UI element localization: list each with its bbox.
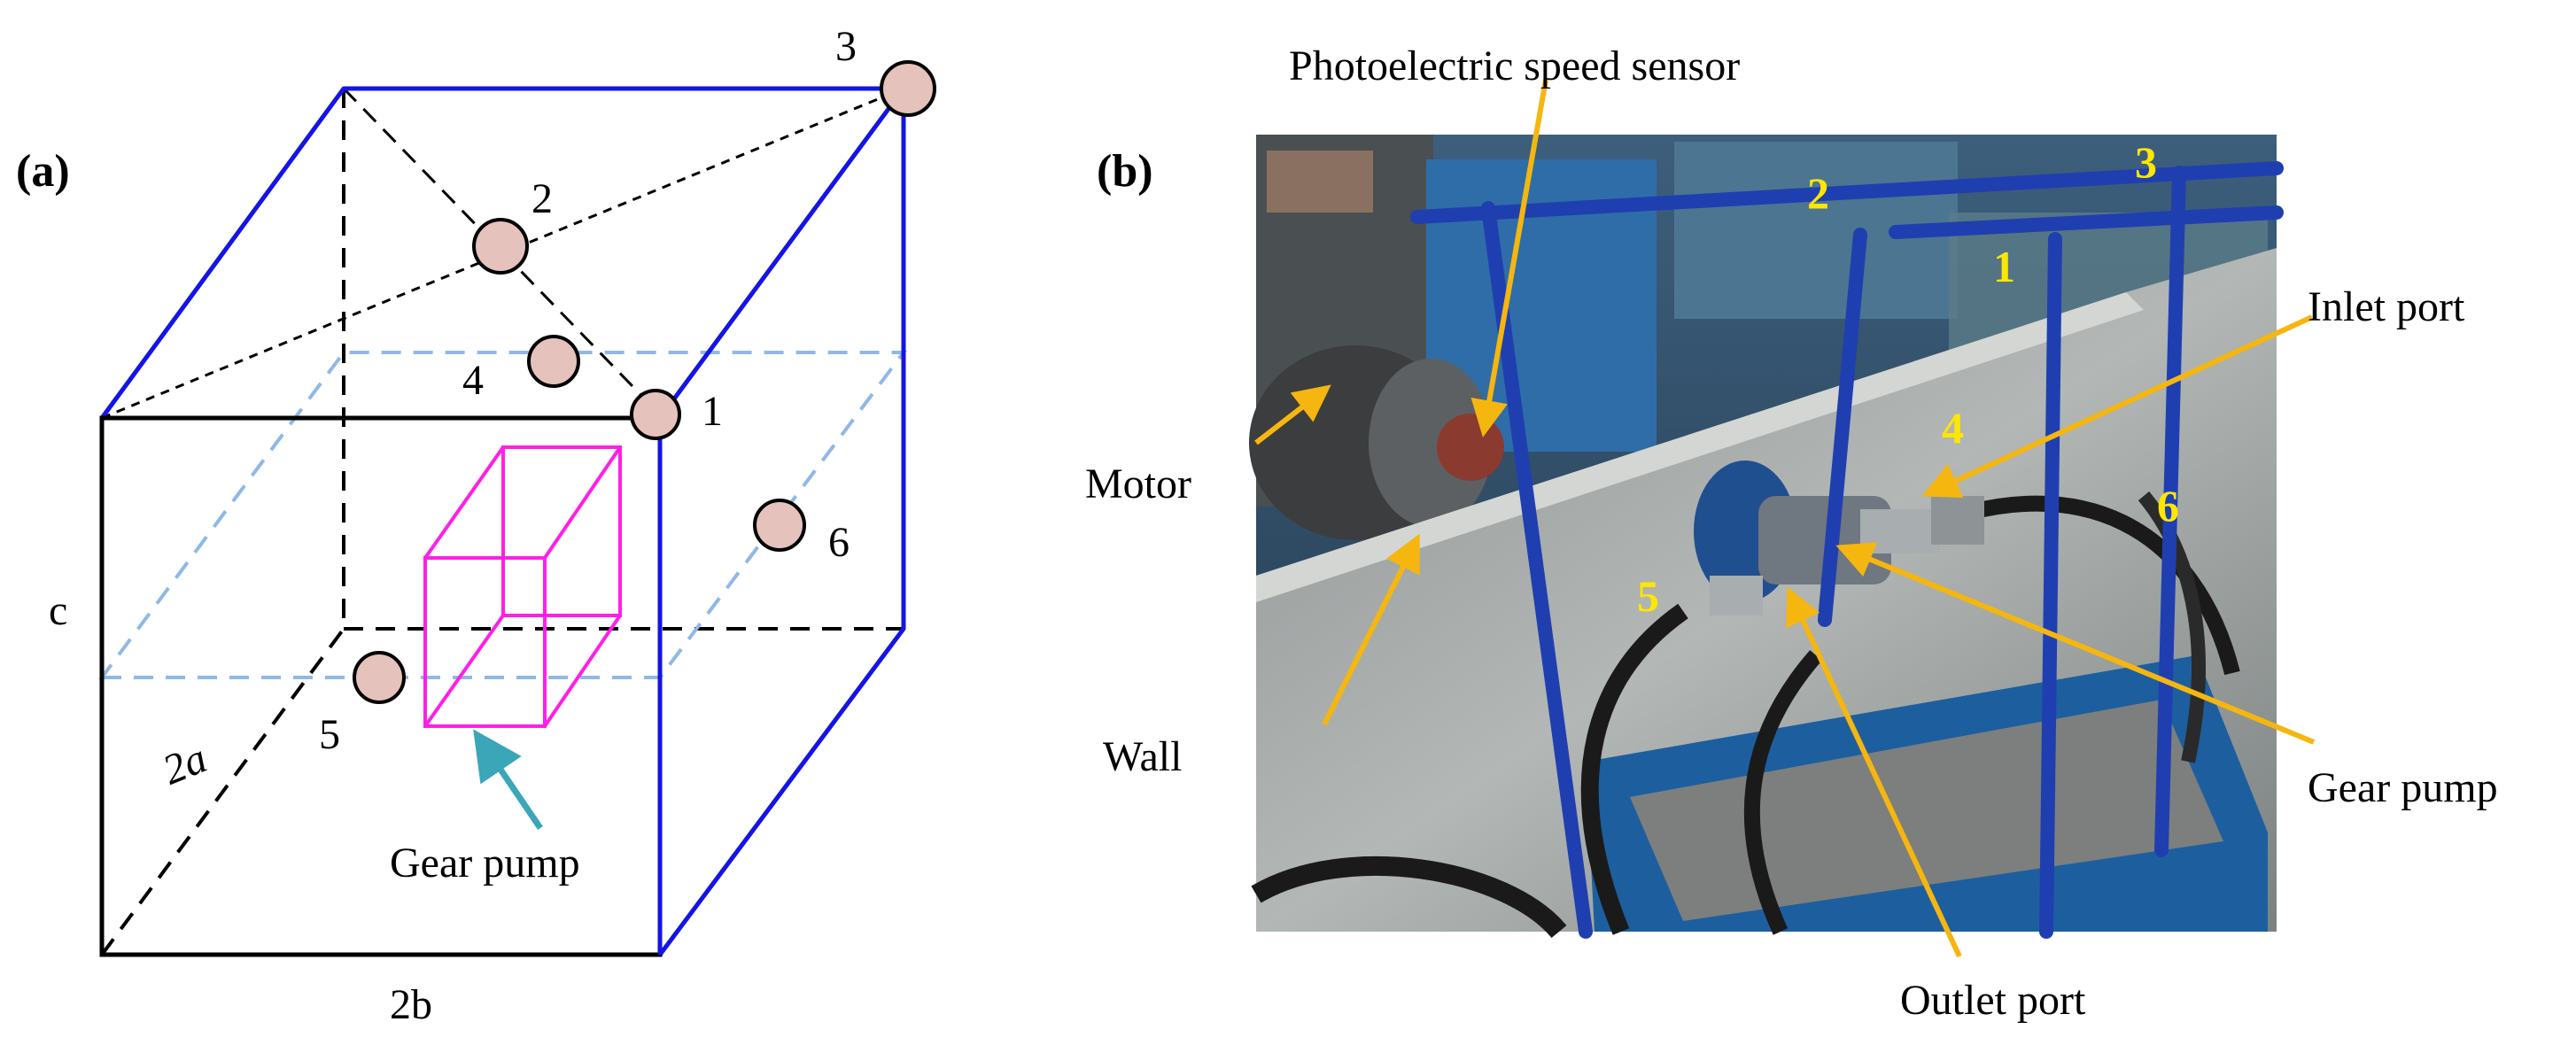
sensor-number-5: 5 [319,711,340,758]
sensor-number-3: 3 [835,23,857,70]
photo-number-2: 2 [1807,168,1829,218]
sensor-point-5 [353,651,406,704]
photo-number-6: 6 [2157,481,2179,530]
panel-a-diagram: (a) [16,23,936,1028]
sensor-number-1: 1 [702,388,723,435]
callout-outlet-port: Outlet port [1900,977,2086,1024]
sensor-number-6: 6 [828,519,850,566]
callout-inlet-port: Inlet port [2308,283,2465,330]
panel-a-label: (a) [16,146,70,197]
sensor-point-2 [472,218,529,275]
test-rig-photo [1249,135,2284,939]
callout-photoelectric-speed-sensor: Photoelectric speed sensor [1289,43,1740,89]
panel-b-label: (b) [1097,146,1153,197]
photo-number-1: 1 [1993,242,2015,291]
dimension-2b: 2b [390,981,432,1028]
sensor-points [353,60,936,704]
sensor-point-4 [527,335,580,388]
sensor-number-4: 4 [462,357,484,404]
hidden-edges [100,89,904,956]
gear-pump-box [423,445,622,728]
callout-gear-pump: Gear pump [2308,764,2498,811]
gear-pump-caption: Gear pump [390,840,580,886]
dimension-c: c [49,587,67,634]
dimension-2a: 2a [156,734,213,793]
photo-number-3: 3 [2135,137,2157,187]
panel-b-photo-illustration: (b) [1085,43,2498,1024]
sensor-number-2: 2 [531,175,553,222]
sensor-point-3 [880,60,936,117]
photo-number-5: 5 [1637,571,1659,621]
callout-wall: Wall [1103,733,1182,780]
pump-pointer-arrow [473,729,543,830]
callout-arrows [1254,79,2316,958]
sensor-point-6 [753,499,806,552]
sensor-point-1 [630,389,681,440]
sensor-frame [1410,161,2284,939]
photo-number-4: 4 [1942,403,1964,453]
callout-motor: Motor [1085,461,1191,507]
